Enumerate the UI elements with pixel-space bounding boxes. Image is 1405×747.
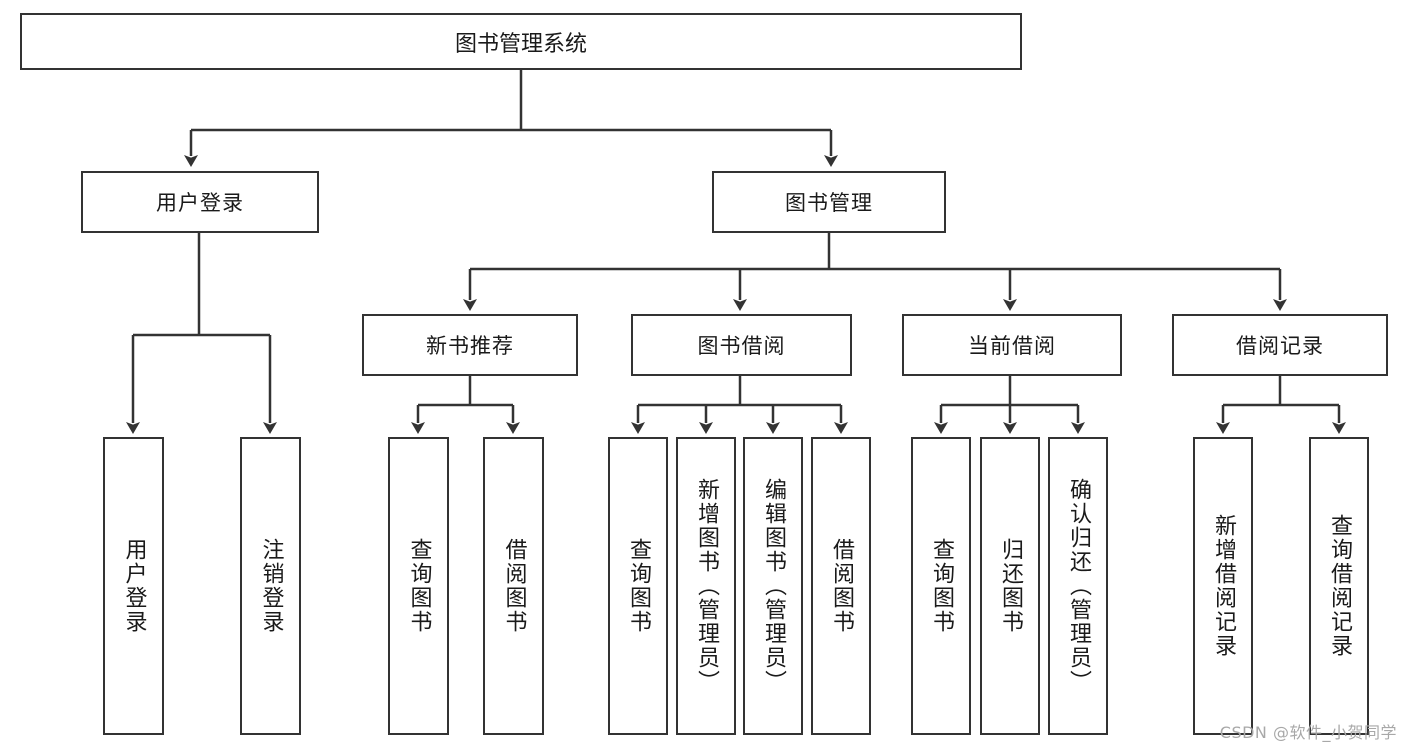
node-root-system[interactable]: 图书管理系统 — [20, 13, 1022, 70]
node-label: 借阅记录 — [1236, 334, 1324, 358]
node-label: 用户登录 — [121, 538, 147, 634]
node-user-login[interactable]: 用户登录 — [81, 171, 319, 233]
node-label: 新增图书（管理员） — [693, 478, 719, 694]
node-label: 当前借阅 — [968, 334, 1056, 358]
node-borrow-records[interactable]: 借阅记录 — [1172, 314, 1388, 376]
node-label: 编辑图书（管理员） — [760, 478, 786, 694]
leaf-current-return-book[interactable]: 归还图书 — [980, 437, 1040, 735]
node-label: 图书管理系统 — [454, 31, 587, 57]
leaf-newbook-query-book[interactable]: 查询图书 — [388, 437, 449, 735]
watermark: CSDN @软件_小贺同学 — [1219, 723, 1397, 742]
node-label: 查询图书 — [928, 538, 954, 634]
node-label: 查询图书 — [406, 538, 432, 634]
node-label: 借阅图书 — [828, 538, 854, 634]
leaf-borrow-borrow-book[interactable]: 借阅图书 — [811, 437, 871, 735]
node-book-management[interactable]: 图书管理 — [712, 171, 946, 233]
node-label: 查询图书 — [625, 538, 651, 634]
leaf-records-query-record[interactable]: 查询借阅记录 — [1309, 437, 1369, 735]
node-label: 查询借阅记录 — [1326, 514, 1352, 658]
leaf-newbook-borrow-book[interactable]: 借阅图书 — [483, 437, 544, 735]
node-current-borrow[interactable]: 当前借阅 — [902, 314, 1122, 376]
node-label: 新增借阅记录 — [1210, 514, 1236, 658]
node-label: 注销登录 — [258, 538, 284, 634]
leaf-current-confirm-return-admin[interactable]: 确认归还（管理员） — [1048, 437, 1108, 735]
leaf-borrow-query-book[interactable]: 查询图书 — [608, 437, 668, 735]
leaf-borrow-add-book-admin[interactable]: 新增图书（管理员） — [676, 437, 736, 735]
node-label: 图书借阅 — [697, 334, 786, 358]
leaf-user-logout[interactable]: 注销登录 — [240, 437, 301, 735]
node-book-borrow[interactable]: 图书借阅 — [631, 314, 852, 376]
leaf-user-login[interactable]: 用户登录 — [103, 437, 164, 735]
node-label: 用户登录 — [156, 191, 244, 215]
node-label: 图书管理 — [785, 191, 873, 215]
node-label: 归还图书 — [997, 538, 1023, 634]
leaf-records-add-record[interactable]: 新增借阅记录 — [1193, 437, 1253, 735]
node-label: 借阅图书 — [501, 538, 527, 634]
node-label: 确认归还（管理员） — [1065, 478, 1091, 694]
node-label: 新书推荐 — [426, 334, 514, 358]
node-new-book-recommend[interactable]: 新书推荐 — [362, 314, 578, 376]
leaf-borrow-edit-book-admin[interactable]: 编辑图书（管理员） — [743, 437, 803, 735]
leaf-current-query-book[interactable]: 查询图书 — [911, 437, 971, 735]
